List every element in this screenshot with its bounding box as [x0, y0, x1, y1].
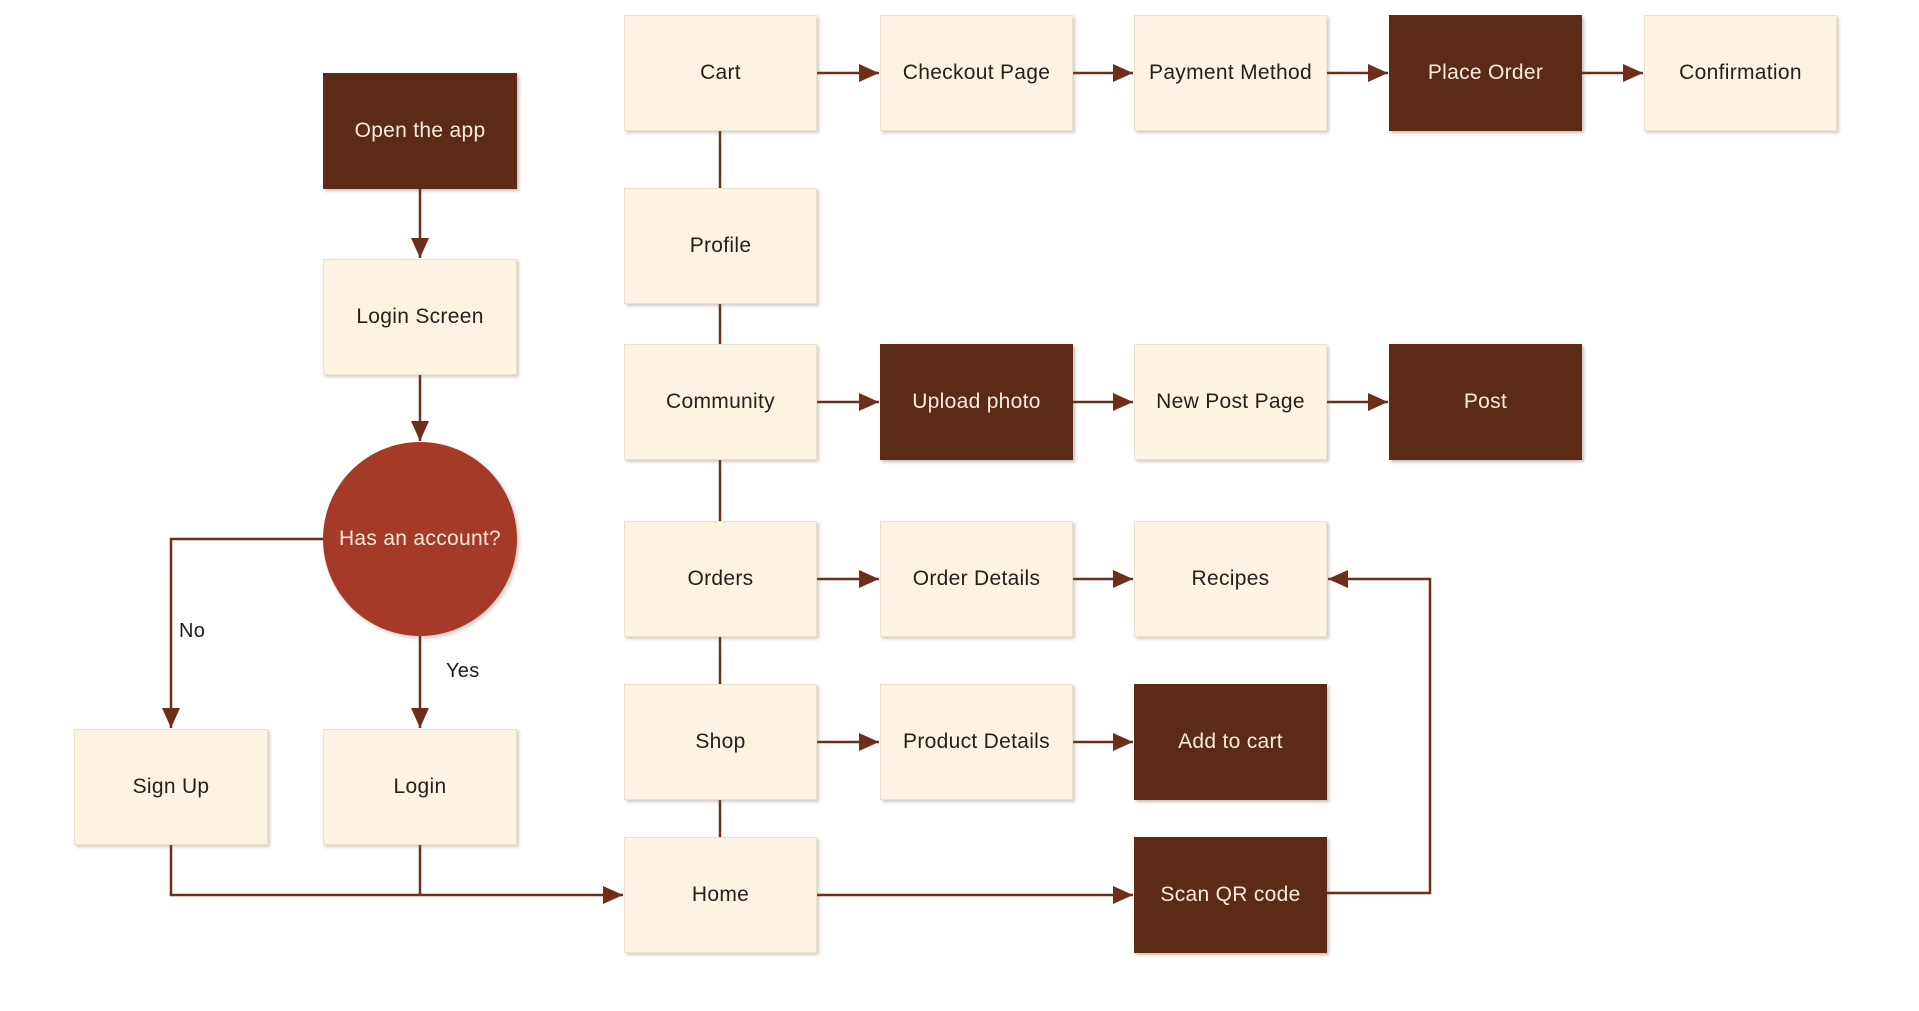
- flow-node-label: Payment Method: [1149, 60, 1312, 84]
- flow-node-label: Sign Up: [132, 774, 210, 798]
- flow-node-sign-up[interactable]: Sign Up: [74, 729, 268, 845]
- flow-node-payment-method[interactable]: Payment Method: [1134, 15, 1327, 131]
- flow-node-login[interactable]: Login: [323, 729, 517, 845]
- edge-scan-qr-code-to-recipes: [1327, 570, 1432, 895]
- flow-node-label: Place Order: [1427, 60, 1544, 84]
- edge-label-no: No: [179, 620, 206, 642]
- flow-node-label: Confirmation: [1679, 60, 1802, 84]
- flow-node-open-the-app[interactable]: Open the app: [323, 73, 517, 189]
- flow-node-label: Post: [1463, 389, 1508, 413]
- flow-node-post[interactable]: Post: [1389, 344, 1582, 460]
- flow-node-shop[interactable]: Shop: [624, 684, 817, 800]
- flow-node-label: Login: [393, 774, 447, 798]
- flow-node-product-details[interactable]: Product Details: [880, 684, 1073, 800]
- flow-node-add-to-cart[interactable]: Add to cart: [1134, 684, 1327, 800]
- flow-node-home[interactable]: Home: [624, 837, 817, 953]
- flow-node-label: Scan QR code: [1160, 882, 1301, 906]
- flow-node-new-post-page[interactable]: New Post Page: [1134, 344, 1327, 460]
- flow-node-label: Upload photo: [912, 389, 1041, 413]
- edge-decision-no-to-sign-up: [162, 537, 324, 728]
- edge-sign-up-merge-to-home: [169, 845, 623, 904]
- flow-node-label: Has an account?: [338, 526, 502, 550]
- flow-node-order-details[interactable]: Order Details: [880, 521, 1073, 637]
- flow-node-label: Cart: [700, 60, 741, 84]
- flow-node-label: Home: [691, 882, 750, 906]
- flow-node-label: Add to cart: [1178, 729, 1283, 753]
- flow-node-profile[interactable]: Profile: [624, 188, 817, 304]
- flow-node-label: Order Details: [912, 566, 1041, 590]
- flow-node-login-screen[interactable]: Login Screen: [323, 259, 517, 375]
- flow-node-label: Shop: [695, 729, 746, 753]
- flow-node-confirmation[interactable]: Confirmation: [1644, 15, 1837, 131]
- flow-node-checkout-page[interactable]: Checkout Page: [880, 15, 1073, 131]
- flow-node-cart[interactable]: Cart: [624, 15, 817, 131]
- flow-node-label: Open the app: [354, 118, 486, 142]
- flow-node-label: New Post Page: [1156, 389, 1305, 413]
- flow-node-recipes[interactable]: Recipes: [1134, 521, 1327, 637]
- flow-node-label: Profile: [689, 233, 752, 257]
- flow-node-orders[interactable]: Orders: [624, 521, 817, 637]
- flow-node-label: Login Screen: [356, 304, 484, 328]
- flow-node-label: Community: [666, 389, 775, 413]
- flow-node-label: Product Details: [903, 729, 1050, 753]
- edge-label-yes: Yes: [446, 660, 480, 682]
- flow-node-community[interactable]: Community: [624, 344, 817, 460]
- flow-node-label: Orders: [687, 566, 754, 590]
- flow-node-label: Recipes: [1191, 566, 1270, 590]
- flow-node-scan-qr-code[interactable]: Scan QR code: [1134, 837, 1327, 953]
- flow-node-label: Checkout Page: [902, 60, 1051, 84]
- flow-node-upload-photo[interactable]: Upload photo: [880, 344, 1073, 460]
- flow-node-place-order[interactable]: Place Order: [1389, 15, 1582, 131]
- flow-node-has-an-account[interactable]: Has an account?: [323, 442, 517, 636]
